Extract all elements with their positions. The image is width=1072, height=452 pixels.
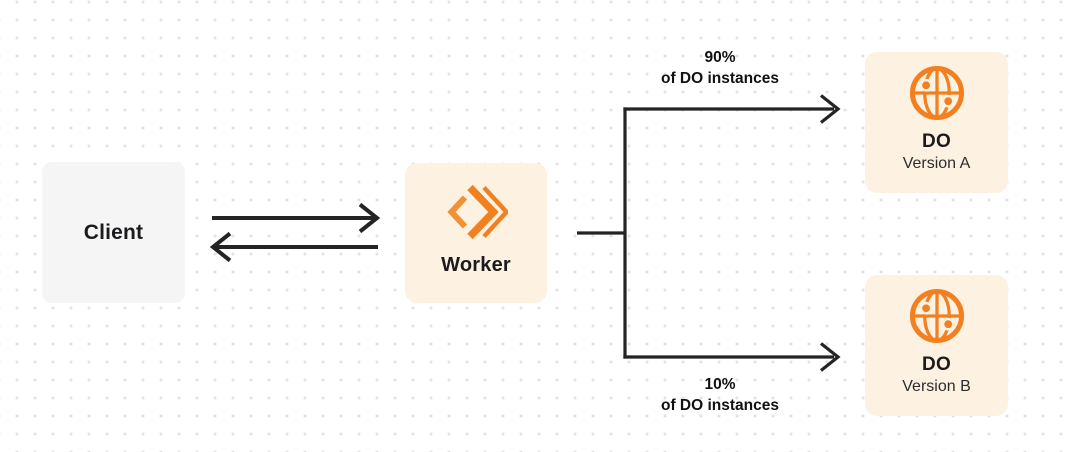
arrow-client-to-worker-head-icon [358,202,381,234]
edge-label-10-percent-caption: of DO instances [661,397,779,414]
arrow-branch-to-do-b-head-icon [820,342,841,372]
edge-label-90-percent-value: 90% [704,49,736,66]
node-do-version-b: DO Version B [865,275,1008,416]
node-worker: Worker [405,163,547,303]
worker-label: Worker [441,254,511,276]
client-label: Client [83,220,144,244]
arrow-branch-to-do-a-head-icon [820,94,841,124]
node-do-version-a: DO Version A [865,52,1008,193]
edge-label-90-percent: 90% of DO instances [610,47,830,89]
cloudflare-workers-logo-icon [447,184,508,240]
edge-label-90-percent-caption: of DO instances [661,70,779,87]
node-client: Client [42,162,185,303]
do-b-subtitle: Version B [902,378,971,395]
do-a-title: DO [921,131,952,152]
edge-label-10-percent: 10% of DO instances [610,374,830,416]
edge-label-10-percent-value: 10% [704,376,736,393]
arrow-worker-to-client-head-icon [209,231,232,263]
durable-object-globe-icon [909,65,964,121]
do-b-title: DO [921,354,952,375]
do-a-subtitle: Version A [902,155,971,172]
durable-object-globe-icon [909,288,964,344]
